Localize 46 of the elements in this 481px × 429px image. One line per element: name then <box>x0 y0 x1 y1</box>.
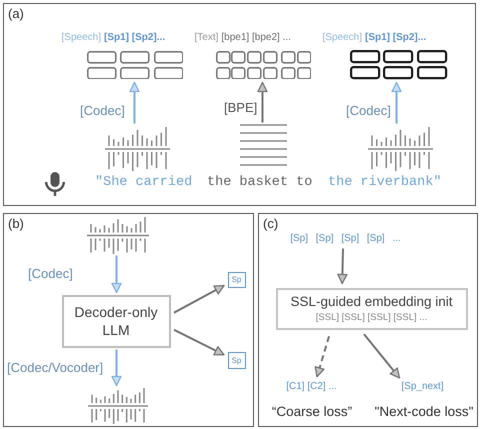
waveform-icon <box>86 216 148 254</box>
token-label: [Speech] <box>322 32 362 42</box>
arrow <box>111 256 122 294</box>
box-title: SSL-guided embedding init <box>290 294 453 309</box>
waveform-icon <box>104 126 170 170</box>
token-label: [Text] <box>194 32 218 42</box>
token-list: [Sp] [Sp] [Sp] [Sp] ... <box>290 232 401 246</box>
edge-label: [Codec] <box>27 266 74 281</box>
edge-label: [BPE] <box>223 100 258 115</box>
edge-label: [Codec/Vocoder] <box>6 360 104 375</box>
panel-label: (c) <box>263 216 278 231</box>
dashed-arrow <box>314 336 330 378</box>
arrow <box>363 334 400 379</box>
panel <box>258 213 478 427</box>
process-box: Decoder-only LLM <box>62 294 170 348</box>
transcript-text: "She carried <box>95 175 192 190</box>
text-lines-icon <box>240 124 286 166</box>
panel <box>3 213 254 427</box>
waveform-icon <box>88 388 148 424</box>
panel <box>3 3 476 206</box>
arrow <box>129 82 140 124</box>
arrow <box>174 328 225 356</box>
arrow <box>174 284 225 314</box>
token-label: [bpe1] [bpe2] ... <box>221 32 291 42</box>
arrow <box>391 82 402 124</box>
arrow <box>337 248 348 284</box>
loss-caption: "Next-code loss" <box>374 404 474 419</box>
token-label: [Speech] <box>62 32 101 42</box>
process-box <box>276 288 468 330</box>
loss-caption: “Coarse loss” <box>272 404 352 419</box>
token-list: [SSL] [SSL] [SSL] [SSL] ... <box>316 312 428 323</box>
token-box: Sp <box>228 272 246 288</box>
token-list: [Sp_next] <box>401 380 444 394</box>
panel-label: (b) <box>8 216 24 231</box>
token-label: [Sp1] [Sp2]... <box>364 32 426 42</box>
edge-label: [Codec] <box>79 103 126 118</box>
panel-label: (a) <box>8 6 24 21</box>
arrow <box>257 82 268 122</box>
transcript-text: the basket to <box>207 175 312 190</box>
transcript-text: the riverbank" <box>328 175 442 190</box>
token-label: [Sp1] [Sp2]... <box>104 32 166 42</box>
token-list: [C1] [C2] ... <box>286 380 337 394</box>
edge-label: [Codec] <box>345 103 392 118</box>
arrow <box>111 350 122 386</box>
waveform-icon <box>368 126 432 170</box>
token-box: Sp <box>228 352 246 368</box>
